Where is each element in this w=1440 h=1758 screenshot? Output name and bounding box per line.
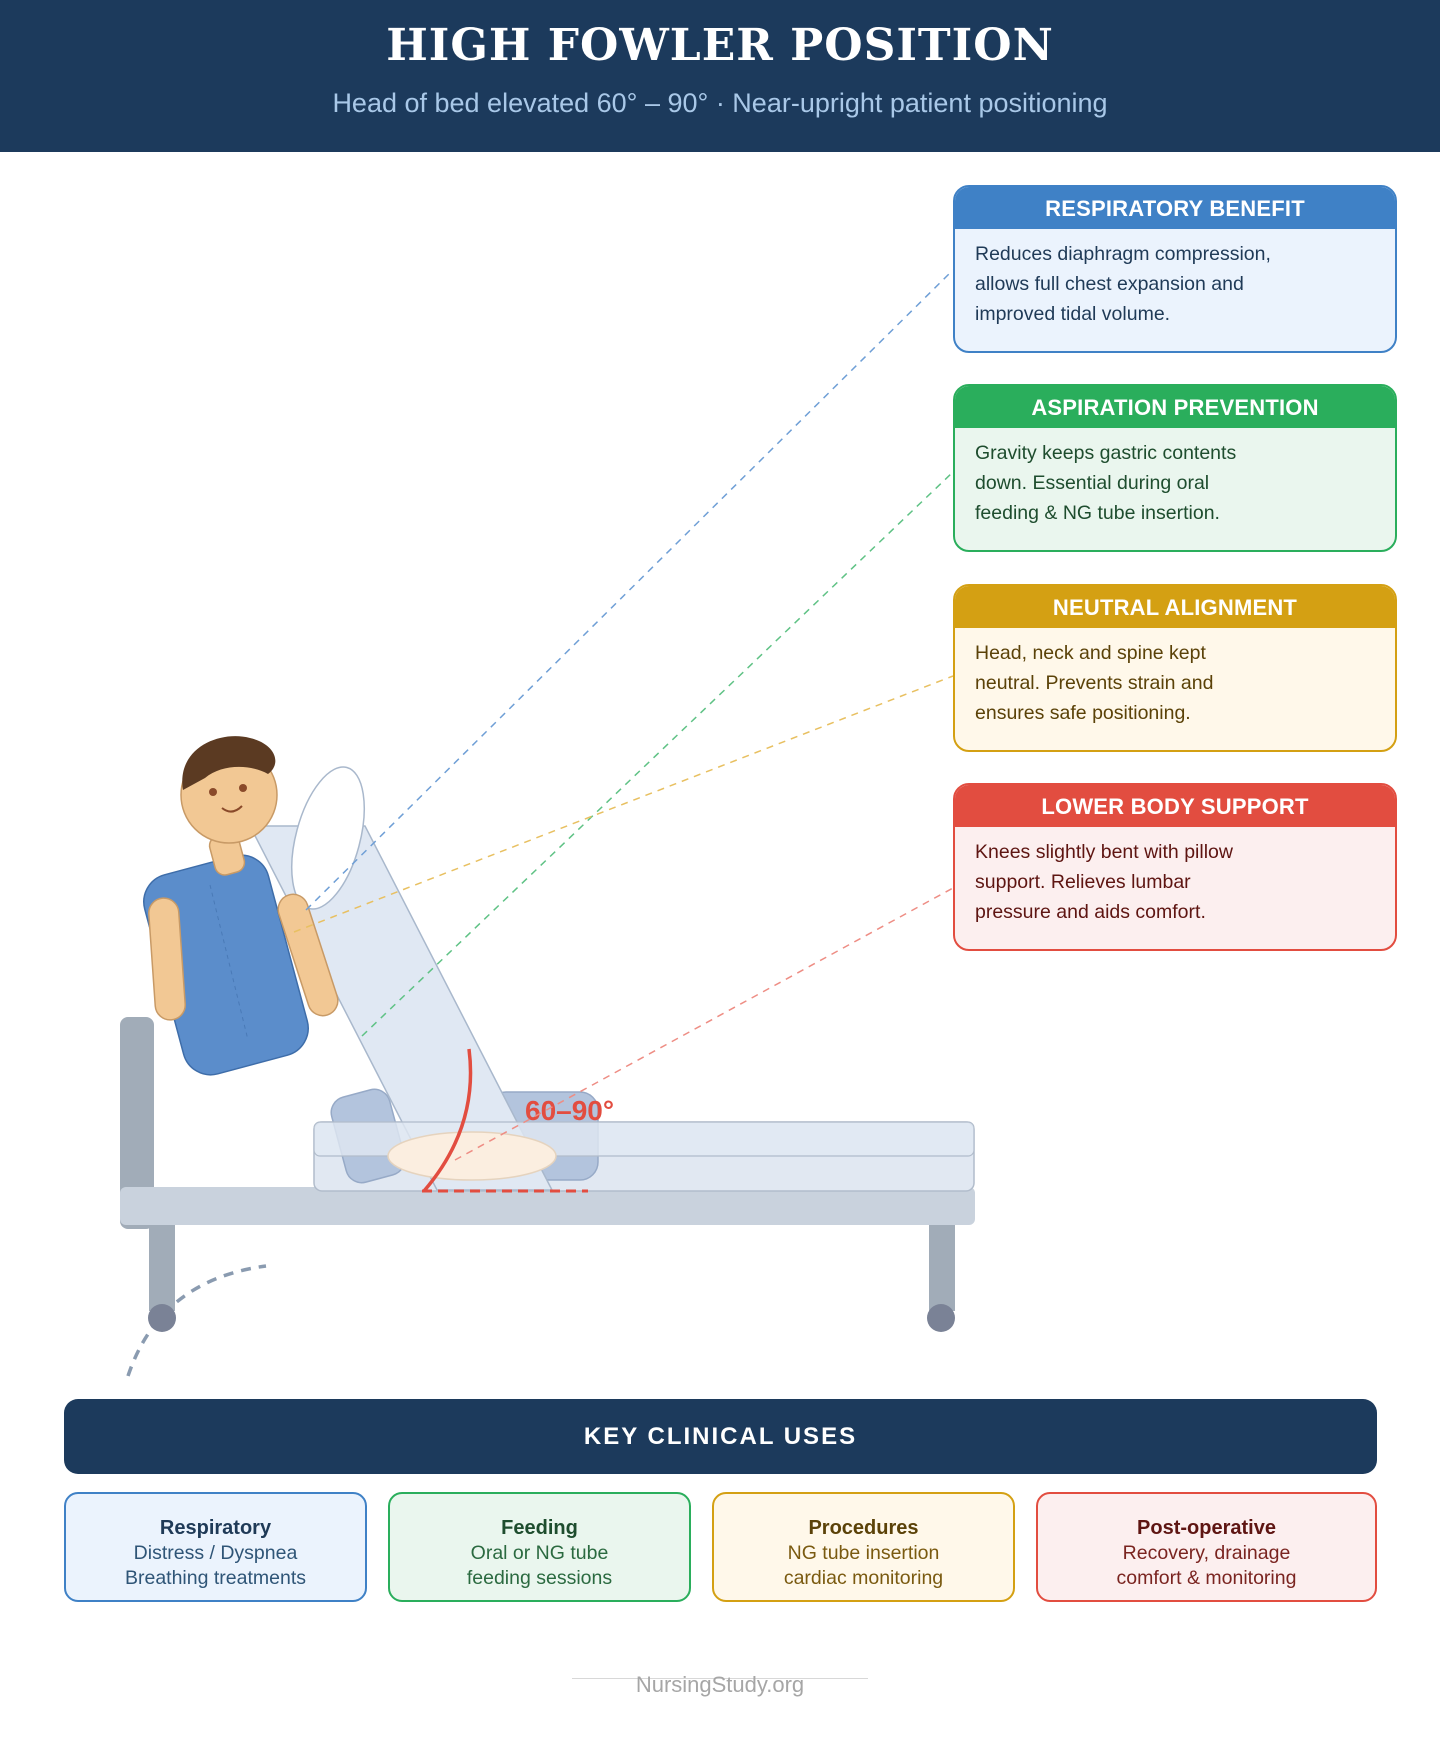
patient-eye-right — [239, 784, 247, 792]
use-title: Procedures — [808, 1517, 919, 1539]
bed-diagram: 60–90° — [120, 269, 975, 1377]
use-line: NG tube insertion — [787, 1542, 940, 1564]
card-line: Gravity keeps gastric contents — [975, 442, 1237, 464]
card-title: NEUTRAL ALIGNMENT — [955, 586, 1395, 628]
card-lower-body-support: LOWER BODY SUPPORT Knees slightly bent w… — [953, 783, 1397, 951]
bed-wheel-right — [927, 1304, 955, 1332]
patient-mouth — [221, 805, 243, 813]
use-line: Oral or NG tube — [470, 1542, 609, 1564]
footer-credit: NursingStudy.org — [635, 1672, 805, 1697]
card-line: feeding & NG tube insertion. — [975, 502, 1220, 524]
bed-leg-right — [929, 1225, 955, 1311]
use-title: Feeding — [501, 1517, 578, 1539]
page-title: HIGH FOWLER POSITION — [386, 20, 1054, 71]
use-line: Distress / Dyspnea — [133, 1542, 298, 1564]
bed-leg-left — [149, 1225, 175, 1311]
use-title: Respiratory — [159, 1517, 272, 1539]
use-line: comfort & monitoring — [1116, 1567, 1297, 1589]
bed-frame — [120, 1187, 975, 1225]
use-card-respiratory: Respiratory Distress / Dyspnea Breathing… — [64, 1492, 367, 1602]
card-body: Knees slightly bent with pillow support.… — [955, 827, 1395, 927]
card-body: Head, neck and spine kept neutral. Preve… — [955, 628, 1395, 728]
card-title: RESPIRATORY BENEFIT — [955, 187, 1395, 229]
card-line: support. Relieves lumbar — [975, 871, 1191, 893]
use-card-feeding: Feeding Oral or NG tube feeding sessions — [388, 1492, 691, 1602]
card-line: ensures safe positioning. — [975, 702, 1191, 724]
patient-hair — [182, 736, 276, 790]
use-line: Recovery, drainage — [1122, 1542, 1291, 1564]
card-aspiration-prevention: ASPIRATION PREVENTION Gravity keeps gast… — [953, 384, 1397, 552]
card-line: Reduces diaphragm compression, — [975, 243, 1271, 265]
page-subtitle: Head of bed elevated 60° – 90° · Near-up… — [332, 88, 1108, 118]
use-card-post-operative: Post-operative Recovery, drainage comfor… — [1036, 1492, 1377, 1602]
card-body: Gravity keeps gastric contents down. Ess… — [955, 428, 1395, 528]
bed-headboard — [120, 1017, 154, 1229]
bed-wheel-left — [148, 1304, 176, 1332]
use-title: Post-operative — [1137, 1517, 1276, 1539]
card-neutral-alignment: NEUTRAL ALIGNMENT Head, neck and spine k… — [953, 584, 1397, 752]
connector-alignment — [293, 675, 954, 933]
angle-arc — [422, 1048, 473, 1193]
pillow-under-knees — [387, 1131, 557, 1181]
connector-respiratory — [305, 269, 954, 911]
card-line: neutral. Prevents strain and — [975, 672, 1214, 694]
card-line: allows full chest expansion and — [975, 273, 1244, 295]
card-line: pressure and aids comfort. — [975, 901, 1206, 923]
use-line: Breathing treatments — [124, 1567, 306, 1589]
angle-label: 60–90° — [525, 1095, 614, 1126]
clinical-uses-heading: KEY CLINICAL USES — [64, 1399, 1377, 1474]
use-line: feeding sessions — [466, 1567, 613, 1589]
patient-eye-left — [209, 788, 217, 796]
use-card-procedures: Procedures NG tube insertion cardiac mon… — [712, 1492, 1015, 1602]
patient-arm-left — [148, 897, 186, 1021]
curve-arrow-icon — [126, 1264, 267, 1377]
card-title: LOWER BODY SUPPORT — [955, 785, 1395, 827]
connector-aspiration — [361, 471, 954, 1037]
card-body: Reduces diaphragm compression, allows fu… — [955, 229, 1395, 329]
footer-divider — [572, 1678, 868, 1679]
card-title: ASPIRATION PREVENTION — [955, 386, 1395, 428]
use-line: cardiac monitoring — [783, 1567, 944, 1589]
header-banner: HIGH FOWLER POSITION Head of bed elevate… — [0, 0, 1440, 152]
card-respiratory-benefit: RESPIRATORY BENEFIT Reduces diaphragm co… — [953, 185, 1397, 353]
card-line: Head, neck and spine kept — [975, 642, 1206, 664]
card-line: improved tidal volume. — [975, 303, 1171, 325]
patient-arm-right — [277, 893, 339, 1017]
torso-seam — [209, 884, 249, 1041]
connector-lower-body — [454, 887, 954, 1161]
card-line: Knees slightly bent with pillow — [975, 841, 1233, 863]
card-line: down. Essential during oral — [975, 472, 1210, 494]
